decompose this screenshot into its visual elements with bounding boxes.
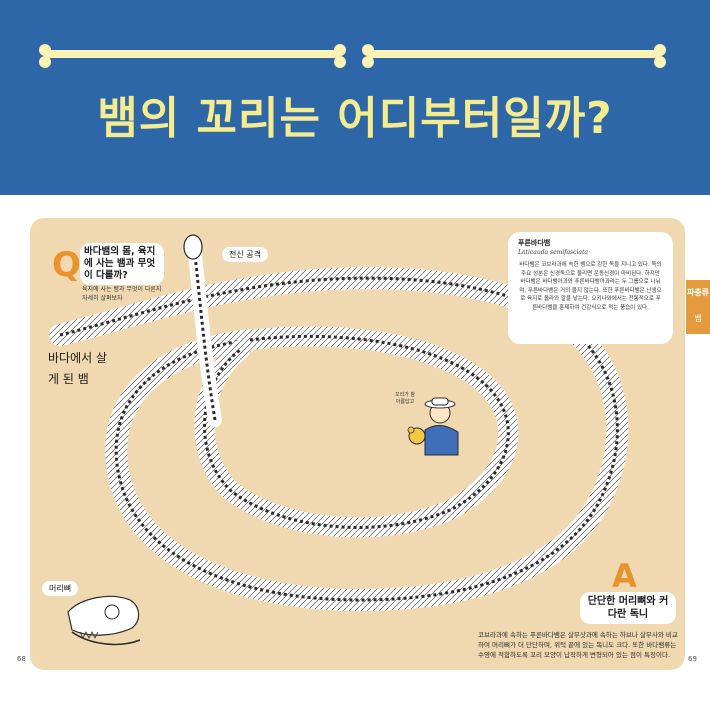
label-skull: 머리뼈 xyxy=(42,581,79,596)
answer-marker: A xyxy=(612,557,637,595)
character-speech: 꼬리가 참 아름답고 xyxy=(395,392,415,405)
bone-decoration-left xyxy=(39,44,346,58)
page-title: 뱀의 꼬리는 어디부터일까? xyxy=(97,93,613,144)
explorer-character xyxy=(407,397,459,456)
page-number-left: 68 xyxy=(17,655,26,663)
chapter-tab-label: 파충류 xyxy=(686,288,710,297)
question-description: 육지에 사는 뱀과 무엇이 다른지 자세히 살펴보자 xyxy=(82,286,162,302)
skeleton-spine-inner xyxy=(203,334,510,529)
header-banner: 뱀의 꼬리는 어디부터일까? xyxy=(0,0,710,195)
species-name: 푸른바다뱀 xyxy=(518,239,551,247)
chapter-tab-sub: 뱀 xyxy=(694,314,702,323)
species-scientific-name: Laticauda semifasciata xyxy=(518,249,588,256)
species-description: 바다뱀은 코브라과에 속한 뱀으로 강한 독을 지니고 있다. 독의 주요 성분… xyxy=(519,262,662,311)
answer-body: 코브라과에 속하는 푸른바다뱀은 살무삿과에 속하는 하브나 살무사와 비교하여… xyxy=(478,631,678,659)
label-whole-body-attack: 전신 공격 xyxy=(222,247,268,262)
skull-drawing xyxy=(67,595,141,646)
page-number-right: 69 xyxy=(688,655,697,663)
bone-decoration-right xyxy=(362,44,666,58)
skeleton-head xyxy=(183,234,203,260)
species-info-box: 푸른바다뱀 Laticauda semifasciata 바다뱀은 코브라과에 … xyxy=(508,232,673,344)
skeleton-neck-spine xyxy=(193,254,217,421)
answer-title: 단단한 머리뼈와 커다란 독니 xyxy=(580,592,676,624)
chapter-tab[interactable]: 파충류 뱀 xyxy=(686,280,710,334)
question-marker: Q xyxy=(52,245,81,285)
section-heading: 바다에서 살게 된 뱀 xyxy=(48,351,108,386)
question-title: 바다뱀의 몸, 육지에 사는 뱀과 무엇이 다를까? xyxy=(80,243,164,285)
skeleton-spine-outer xyxy=(59,276,619,602)
skeleton-coil-inner-shading xyxy=(194,326,519,538)
